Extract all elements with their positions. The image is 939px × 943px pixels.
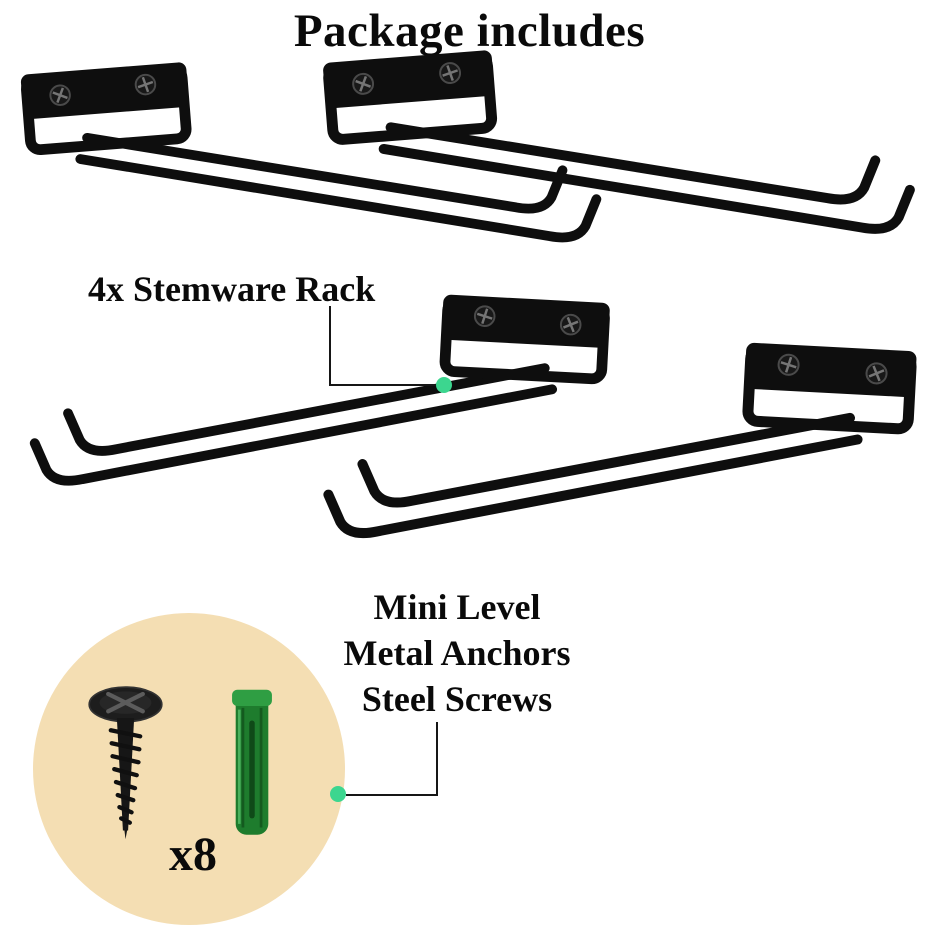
hardware-label: Mini Level Metal Anchors Steel Screws xyxy=(302,584,612,722)
screw-icon xyxy=(88,686,163,840)
stemware-callout-line-vertical xyxy=(329,306,331,386)
stemware-callout-dot xyxy=(436,377,452,393)
hardware-label-line-1: Mini Level xyxy=(373,587,541,627)
stemware-rack-image-2 xyxy=(308,36,939,272)
stemware-callout-line-horizontal xyxy=(329,384,437,386)
stemware-rack-image-4 xyxy=(291,324,936,579)
hardware-callout-line-vertical xyxy=(436,722,438,796)
hardware-label-line-3: Steel Screws xyxy=(361,679,553,719)
hardware-callout-dot xyxy=(330,786,346,802)
hardware-callout-line-horizontal xyxy=(346,794,438,796)
stemware-rack-label: 4x Stemware Rack xyxy=(88,269,376,309)
page-title: Package includes xyxy=(293,5,646,57)
hardware-circle: x8 xyxy=(33,613,345,925)
hardware-label-line-2: Metal Anchors xyxy=(343,633,571,673)
wall-anchor-icon xyxy=(232,689,272,835)
screw-count-label: x8 xyxy=(169,828,217,881)
